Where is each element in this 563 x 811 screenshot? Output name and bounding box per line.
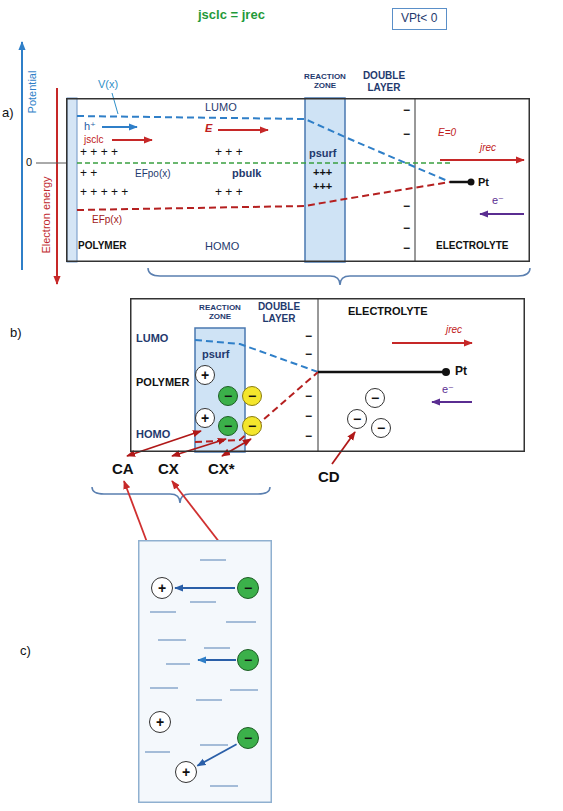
panel-text: −: [403, 222, 410, 236]
annotation-label: V(x): [98, 78, 118, 91]
panel-c-drawing: [138, 540, 272, 803]
charge-sign: −: [244, 653, 252, 667]
panel-text: + + + + +: [80, 186, 128, 200]
panel-text: HOMO: [205, 240, 239, 253]
anion-circle: −: [218, 416, 238, 436]
anion-circle: −: [242, 386, 262, 406]
panel-text: LUMO: [136, 332, 168, 345]
panel-text: psurf: [202, 348, 230, 361]
charge-sign: +: [156, 715, 164, 729]
charge-sign: −: [248, 389, 256, 403]
panel-text: POLYMER: [136, 376, 189, 389]
panel-b-drawing: [92, 298, 472, 574]
panel-text: DOUBLE LAYER: [356, 70, 412, 93]
annotation-label: Potential: [26, 71, 39, 114]
panel-text: psurf: [309, 147, 337, 160]
anion-circle: −: [237, 649, 259, 671]
charge-sign: −: [377, 421, 385, 435]
panel-text: Pt: [478, 176, 489, 189]
panel-text: ELECTROLYTE: [436, 240, 508, 252]
panel-text: HOMO: [136, 428, 170, 441]
panel-text: + + +: [215, 146, 243, 160]
panel-text: Pt: [455, 365, 467, 379]
panel-frame: b)REACTION ZONEDOUBLE LAYERELECTROLYTELU…: [130, 298, 525, 452]
panel-text: −: [305, 348, 312, 362]
energy-axes: [22, 42, 66, 284]
panel-text: h⁺: [84, 120, 96, 133]
donor-circle: −: [347, 409, 367, 429]
annotation-label: jsclc = jrec: [198, 8, 265, 23]
panel-text: −: [403, 128, 410, 142]
anion-circle: −: [218, 386, 238, 406]
condition-text: VPt< 0: [401, 12, 438, 26]
panel-text: e⁻: [442, 383, 454, 396]
panel-text: c): [20, 644, 31, 659]
charge-sign: −: [248, 419, 256, 433]
charge-sign: −: [224, 419, 232, 433]
charge-sign: −: [224, 389, 232, 403]
hole-circle: +: [175, 761, 197, 783]
hole-circle: +: [149, 711, 171, 733]
annotation-label: Electron energy: [40, 176, 53, 253]
panel-text: POLYMER: [78, 240, 127, 252]
panel-text: +++: [313, 180, 332, 193]
annotation-label: CD: [318, 468, 340, 485]
donor-circle: −: [365, 388, 385, 408]
panel-text: −: [305, 410, 312, 424]
panel-text: b): [10, 326, 22, 341]
panel-text: −: [403, 104, 410, 118]
donor-circle: −: [371, 418, 391, 438]
charge-sign: +: [158, 581, 166, 595]
panel-text: pbulk: [232, 167, 261, 180]
anion-circle: −: [242, 416, 262, 436]
hole-circle: +: [195, 365, 215, 385]
panel-text: jrec: [446, 324, 462, 336]
charge-sign: +: [201, 368, 209, 382]
annotation-label: 0: [26, 156, 32, 169]
annotation-label: CX: [158, 460, 179, 477]
anion-circle: −: [237, 577, 259, 599]
panel-text: −: [403, 200, 410, 214]
panel-text: REACTION ZONE: [298, 72, 352, 90]
charge-sign: +: [182, 765, 190, 779]
panel-text: LUMO: [205, 101, 237, 114]
panel-frame: c)+−−+−+: [138, 540, 272, 803]
panel-text: −: [305, 330, 312, 344]
panel-text: jrec: [480, 142, 496, 154]
panel-a-drawing: [67, 93, 530, 285]
panel-text: −: [305, 390, 312, 404]
panel-text: ELECTROLYTE: [348, 305, 428, 318]
hole-circle: +: [151, 577, 173, 599]
charge-sign: −: [244, 581, 252, 595]
panel-text: E: [205, 122, 212, 135]
charge-sign: −: [353, 412, 361, 426]
panel-text: −: [305, 430, 312, 444]
condition-box: VPt< 0: [392, 8, 447, 30]
transfer-arrow: [197, 744, 236, 765]
annotation-label: CA: [112, 460, 134, 477]
panel-text: + + + +: [80, 146, 118, 160]
panel-text: + + +: [215, 186, 243, 200]
charge-sign: −: [244, 731, 252, 745]
panel-text: E=0: [438, 127, 456, 139]
panel-text: EFp(x): [92, 214, 122, 226]
hole-circle: +: [195, 408, 215, 428]
panel-text: jsclc: [84, 134, 103, 146]
panel-text: EFpo(x): [135, 168, 171, 180]
panel-text: e⁻: [492, 194, 504, 207]
panel-text: +++: [313, 166, 332, 179]
panel-text: DOUBLE LAYER: [250, 301, 308, 324]
panel-text: −: [403, 242, 410, 256]
charge-sign: −: [371, 391, 379, 405]
panel-frame: a)REACTION ZONEDOUBLE LAYERLUMOh⁺jsclcE+…: [66, 98, 530, 262]
transfer-arrow: [175, 587, 235, 589]
anion-circle: −: [237, 727, 259, 749]
panel-text: + +: [80, 167, 97, 181]
panel-text: REACTION ZONE: [193, 303, 247, 321]
charge-sign: +: [201, 411, 209, 425]
panel-text: a): [2, 106, 14, 121]
annotation-label: CX*: [208, 460, 235, 477]
